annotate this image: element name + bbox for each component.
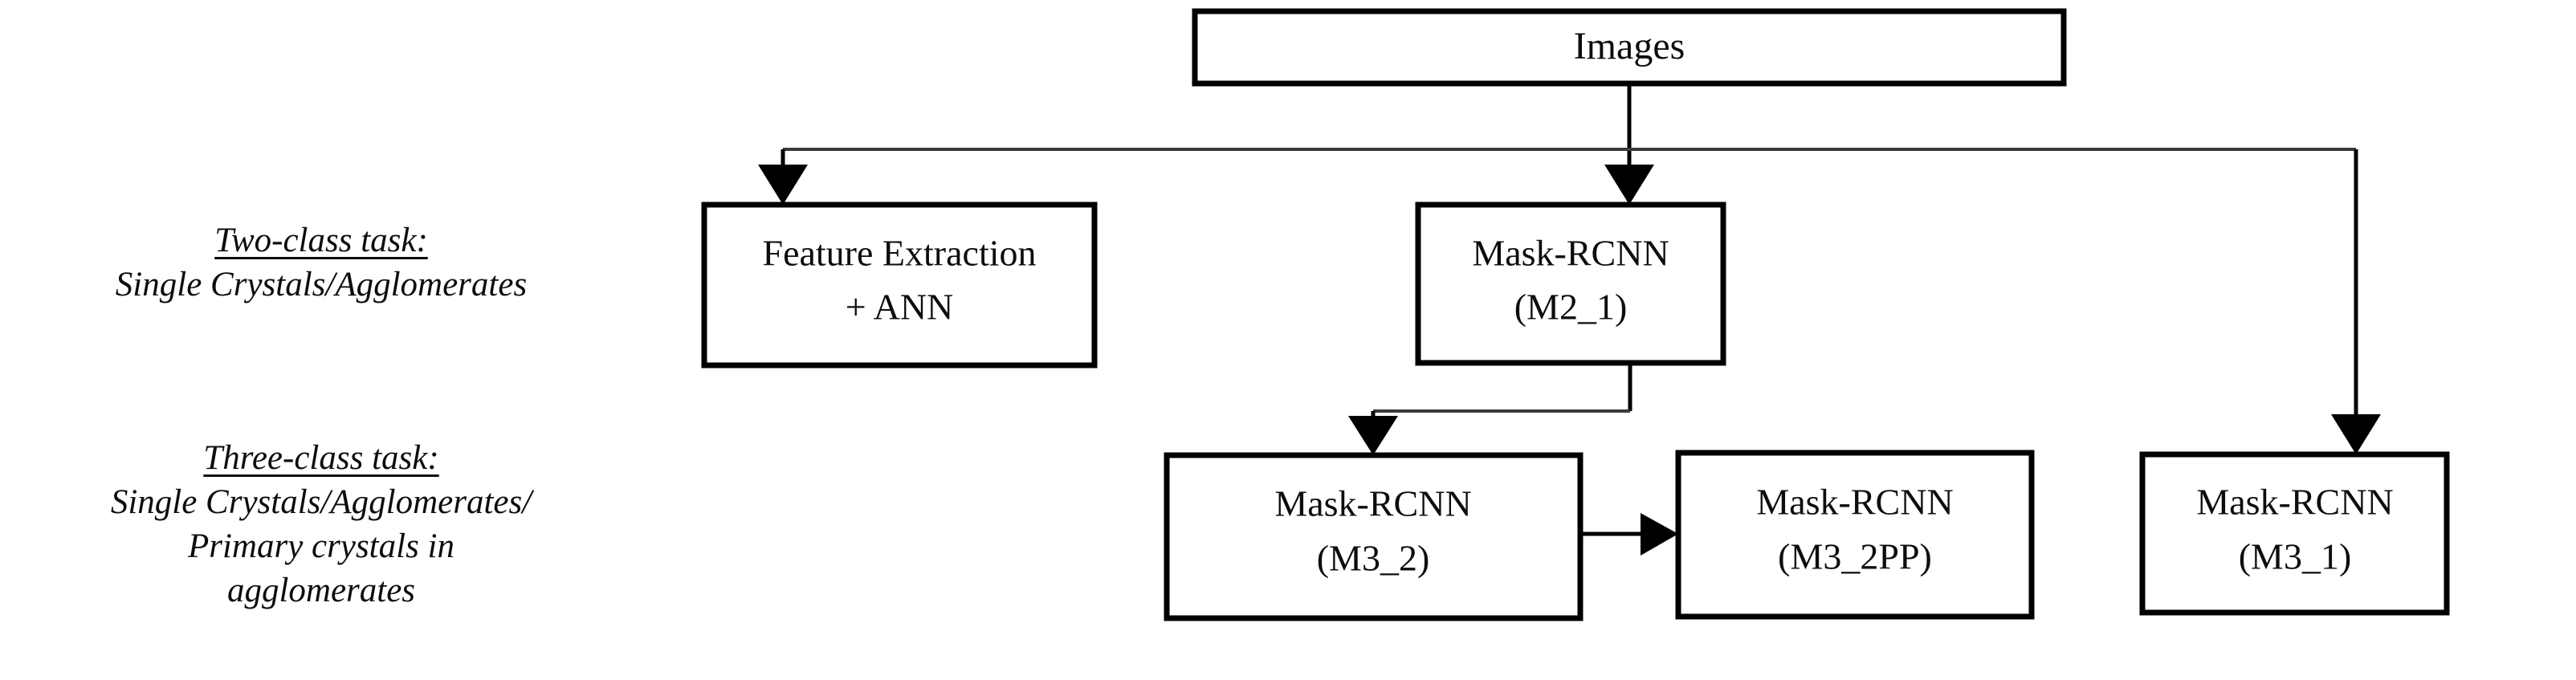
edge-images-to-feature_ann <box>758 149 808 205</box>
node-mask-rcnn-m3-2pp-label-line-2: (M3_2PP) <box>1778 536 1932 577</box>
edge-images-to-m2_1 <box>1604 83 1654 205</box>
node-mask-rcnn-m2-1-label-line-1: Mask-RCNN <box>1472 233 1669 274</box>
node-mask-rcnn-m3-2-label-line-2: (M3_2) <box>1317 538 1430 579</box>
row-label-two-class-heading: Two-class task: <box>214 222 428 259</box>
row-label-three-class-body-line-3: agglomerates <box>226 572 416 610</box>
node-mask-rcnn-m3-2-label-line-1: Mask-RCNN <box>1274 483 1471 524</box>
row-label-two-class: Two-class task: Single Crystals/Agglomer… <box>0 218 642 307</box>
row-label-three-class: Three-class task: Single Crystals/Agglom… <box>0 436 642 613</box>
node-mask-rcnn-m3-1-label-line-1: Mask-RCNN <box>2196 482 2393 523</box>
arrowhead-down-m3_2 <box>1348 416 1398 455</box>
node-mask-rcnn-m2-1-label-line-2: (M2_1) <box>1514 287 1628 328</box>
node-mask-rcnn-m3-2pp-box[interactable] <box>1675 450 2035 620</box>
row-label-two-class-body: Single Crystals/Agglomerates <box>115 266 528 304</box>
row-label-three-class-body-line-2: Primary crystals in <box>187 527 455 566</box>
node-feature-extraction-ann-label-line-1: Feature Extraction <box>762 233 1036 274</box>
node-mask-rcnn-m3-2pp-label-line-1: Mask-RCNN <box>1756 482 1953 523</box>
node-mask-rcnn-m3-2pp[interactable]: Mask-RCNN (M3_2PP) <box>1675 450 2035 620</box>
node-images-label: Images <box>1574 25 1685 67</box>
node-mask-rcnn-m3-2-box[interactable] <box>1164 452 1584 621</box>
node-mask-rcnn-m3-2[interactable]: Mask-RCNN (M3_2) <box>1164 452 1584 621</box>
node-mask-rcnn-m3-1-box[interactable] <box>2139 451 2450 616</box>
node-images-box[interactable] <box>1192 8 2067 87</box>
node-images[interactable]: Images <box>1192 8 2067 87</box>
arrowhead-right-m3_2pp <box>1641 513 1678 556</box>
arrowhead-down-feature_ann <box>758 165 808 205</box>
arrowhead-down-m2_1 <box>1604 165 1654 205</box>
row-label-three-class-heading: Three-class task: <box>203 439 439 477</box>
node-mask-rcnn-m3-1-label-line-2: (M3_1) <box>2239 536 2352 577</box>
node-mask-rcnn-m2-1-box[interactable] <box>1415 202 1726 366</box>
node-mask-rcnn-m2-1[interactable]: Mask-RCNN (M2_1) <box>1415 202 1726 366</box>
edge-images-to-m3_1 <box>2331 149 2381 454</box>
arrowhead-down-m3_1 <box>2331 414 2381 454</box>
edge-m2_1-to-m3_2 <box>1348 363 1632 455</box>
node-mask-rcnn-m3-1[interactable]: Mask-RCNN (M3_1) <box>2139 451 2450 616</box>
edge-m3_2-to-m3_2pp <box>1580 513 1678 556</box>
node-feature-extraction-ann-label-line-2: + ANN <box>846 287 954 328</box>
node-feature-extraction-ann-box[interactable] <box>701 202 1098 369</box>
row-label-three-class-body-line-1: Single Crystals/Agglomerates/ <box>110 483 532 522</box>
node-feature-extraction-ann[interactable]: Feature Extraction + ANN <box>701 202 1098 369</box>
